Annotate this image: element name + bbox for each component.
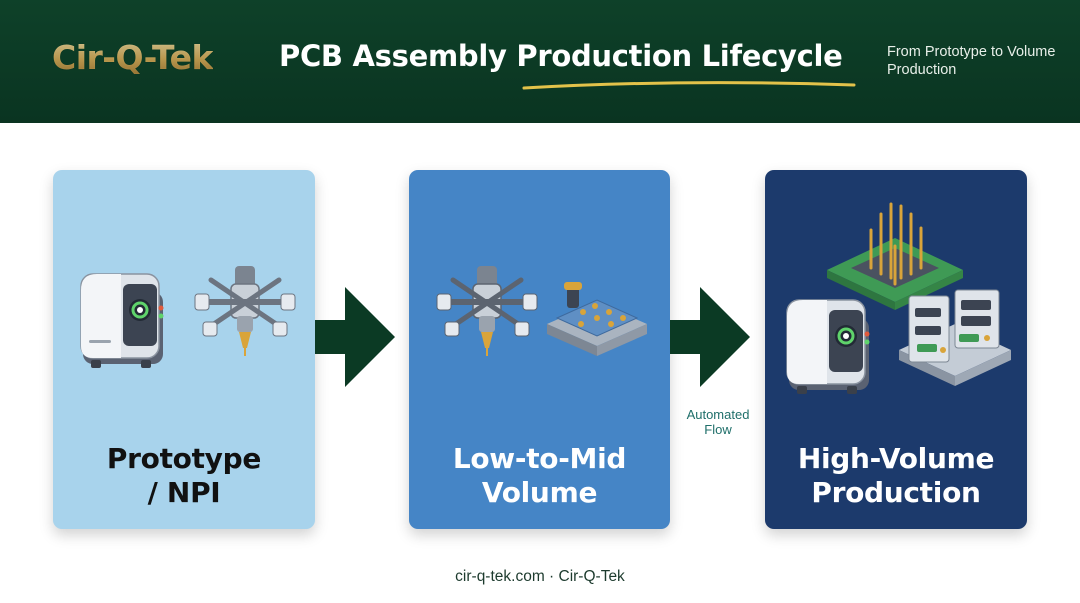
stage-label-line2: / NPI bbox=[147, 476, 221, 509]
footer-credit: cir-q-tek.com · Cir-Q-Tek bbox=[455, 568, 625, 585]
stage-label: High-Volume Production bbox=[765, 442, 1027, 510]
stage-label: Low-to-Mid Volume bbox=[409, 442, 670, 510]
title-underline bbox=[522, 81, 856, 90]
stage-label-line1: Low-to-Mid bbox=[452, 442, 627, 475]
stage-label-line1: High-Volume bbox=[797, 442, 995, 475]
flow-arrow-icon bbox=[670, 287, 750, 387]
stage-label-line2: Production bbox=[811, 476, 981, 509]
pick-and-place-head-icon bbox=[436, 266, 538, 356]
flow-arrow-icon bbox=[315, 287, 395, 387]
aoi-machine-icon bbox=[80, 273, 164, 368]
test-pin-fixture-icon bbox=[827, 202, 963, 310]
page-subtitle: From Prototype to Volume Production bbox=[887, 44, 1056, 78]
aoi-machine-icon bbox=[786, 299, 870, 394]
page-title: PCB Assembly Production Lifecycle bbox=[279, 39, 843, 73]
stage-label: Prototype / NPI bbox=[53, 442, 315, 510]
stage-label-line1: Prototype bbox=[106, 442, 262, 475]
stage-illustration bbox=[436, 266, 647, 356]
stage-card-prototype: Prototype / NPI bbox=[53, 170, 315, 529]
stage-card-low-to-mid-volume: Low-to-Mid Volume bbox=[409, 170, 670, 529]
flow-label-line2: Flow bbox=[704, 422, 732, 437]
flow-label-line1: Automated bbox=[686, 407, 750, 422]
stage-card-high-volume-production: High-Volume Production bbox=[765, 170, 1027, 529]
stage-illustration bbox=[786, 202, 1011, 394]
pcb-fixture-icon bbox=[547, 282, 647, 356]
stage-illustration bbox=[80, 266, 296, 368]
assembled-pcb-icon bbox=[899, 289, 1011, 386]
pick-and-place-head-icon bbox=[194, 266, 296, 356]
header-banner: Cir-Q-Tek PCB Assembly Production Lifecy… bbox=[0, 0, 1080, 123]
flow-label: Automated Flow bbox=[668, 407, 768, 437]
brand-logo: Cir-Q-Tek bbox=[52, 38, 213, 77]
stage-label-line2: Volume bbox=[481, 476, 598, 509]
